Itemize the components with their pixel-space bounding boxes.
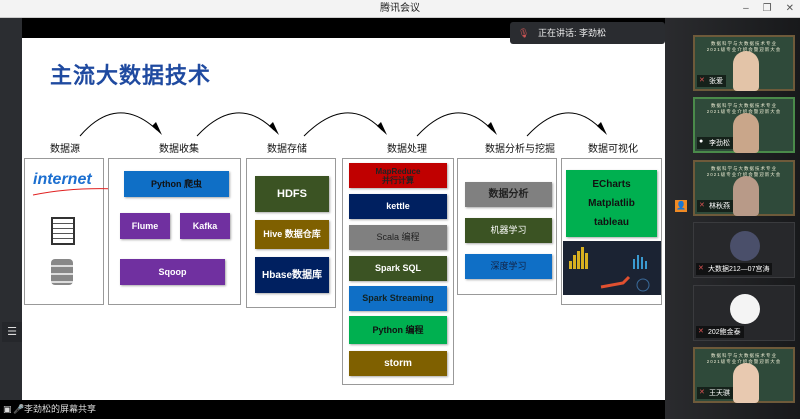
arrow-5 [526,112,603,137]
close-button[interactable]: ✕ [785,3,794,14]
hive: Hive 数据仓库 [255,220,329,249]
window-title: 腾讯会议 [380,3,420,14]
video-feed [733,113,759,153]
participant-tile[interactable]: ✕202鲍金泰 [693,285,795,341]
internet-logo: internet [33,171,92,188]
share-status-bar: ▣ 🎤 李劲松的屏幕共享 [0,400,665,419]
flume: Flume [120,213,170,239]
parallel-label: 并行计算 [382,175,414,185]
title-bar: 腾讯会议 – ❐ ✕ [0,0,800,18]
python-programming: Python 编程 [349,316,447,344]
python-crawler: Python 爬虫 [124,171,229,197]
mic-muted-icon: ✕ [698,328,704,335]
participant-name: ✕张爱 [697,75,726,87]
flow-arrows [79,112,607,137]
tableau: tableau [593,217,629,228]
avatar [730,294,760,324]
left-toolbar [0,18,22,400]
matplotlib: Matplatlib [588,198,635,209]
list-icon[interactable]: ☰ [2,322,22,342]
avatar [730,231,760,261]
hdfs: HDFS [255,176,329,212]
source-box: internet [24,158,120,305]
minimize-button[interactable]: – [743,3,749,14]
scala: Scala 编程 [349,225,447,250]
mic-muted-icon: ✕ [699,77,705,84]
document-icon [51,217,75,245]
mic-icon: ● [699,138,704,145]
screen-share-icon: ▣ [3,404,12,414]
echarts: ECharts [592,179,631,190]
video-feed [733,363,759,403]
arrow-3 [303,112,383,137]
video-feed [733,51,759,91]
mic-muted-icon: ✕ [699,389,705,396]
stage-label: 数据源 [50,144,80,155]
mic-muted-icon: ✕ [698,265,704,272]
sqoop: Sqoop [120,259,225,285]
video-feed [733,176,759,216]
mapreduce-label: MapReduce [375,166,421,176]
participant-name: ✕林秋燕 [697,200,733,212]
spark-sql: Spark SQL [349,256,447,281]
collect-box: Python 爬虫 Flume Kafka Sqoop [108,158,241,305]
analysis-box: 数据分析 机器学习 深度学习 [457,158,557,295]
deep-learning: 深度学习 [465,254,552,279]
stage-label: 数据收集 [159,144,199,155]
storm: storm [349,351,447,376]
arrow-2 [196,112,275,137]
stage-label: 数据存储 [267,144,307,155]
stage-label: 数据处理 [387,144,427,155]
participant-tile[interactable]: ✕大数据212—07宫涛 [693,222,795,278]
slide-title: 主流大数据技术 [50,63,212,88]
kafka: Kafka [180,213,230,239]
participant-name: ✕王天骐 [697,387,733,399]
share-label: 李劲松的屏幕共享 [24,404,97,414]
participant-name: ✕大数据212—07宫涛 [696,263,773,275]
spark-streaming: Spark Streaming [349,286,447,311]
kettle: kettle [349,194,447,219]
shared-slide: 主流大数据技术 数据源 数据收集 数据存储 数据处理 数据分析与挖掘 数据可视化… [22,38,665,400]
arrow-1 [79,112,158,137]
participant-name: ✕202鲍金泰 [696,326,744,338]
visualization-box: ECharts Matplatlib tableau [561,158,662,305]
storage-box: HDFS Hive 数据仓库 Hbase数据库 [246,158,336,308]
speaking-indicator: 🎙 正在讲话: 李劲松 [510,22,665,44]
mic-icon: 🎙 [518,28,530,38]
mic-icon: 🎤 [13,404,25,414]
host-icon: 👤 [675,200,687,212]
hbase: Hbase数据库 [255,257,329,293]
stage-label: 数据可视化 [588,144,638,155]
mic-muted-icon: ✕ [699,202,705,209]
maximize-button[interactable]: ❐ [762,3,772,14]
arrow-4 [416,112,493,137]
speaking-label: 正在讲话: 李劲松 [538,28,607,38]
share-top-bar [22,18,665,38]
database-icon [51,259,73,285]
machine-learning: 机器学习 [465,218,552,243]
participant-name: ●李劲松 [697,137,733,149]
data-analysis: 数据分析 [465,182,552,207]
viz-tools: ECharts Matplatlib tableau [566,170,657,237]
dashboard-image [563,241,661,295]
stage-label: 数据分析与挖掘 [485,144,555,155]
